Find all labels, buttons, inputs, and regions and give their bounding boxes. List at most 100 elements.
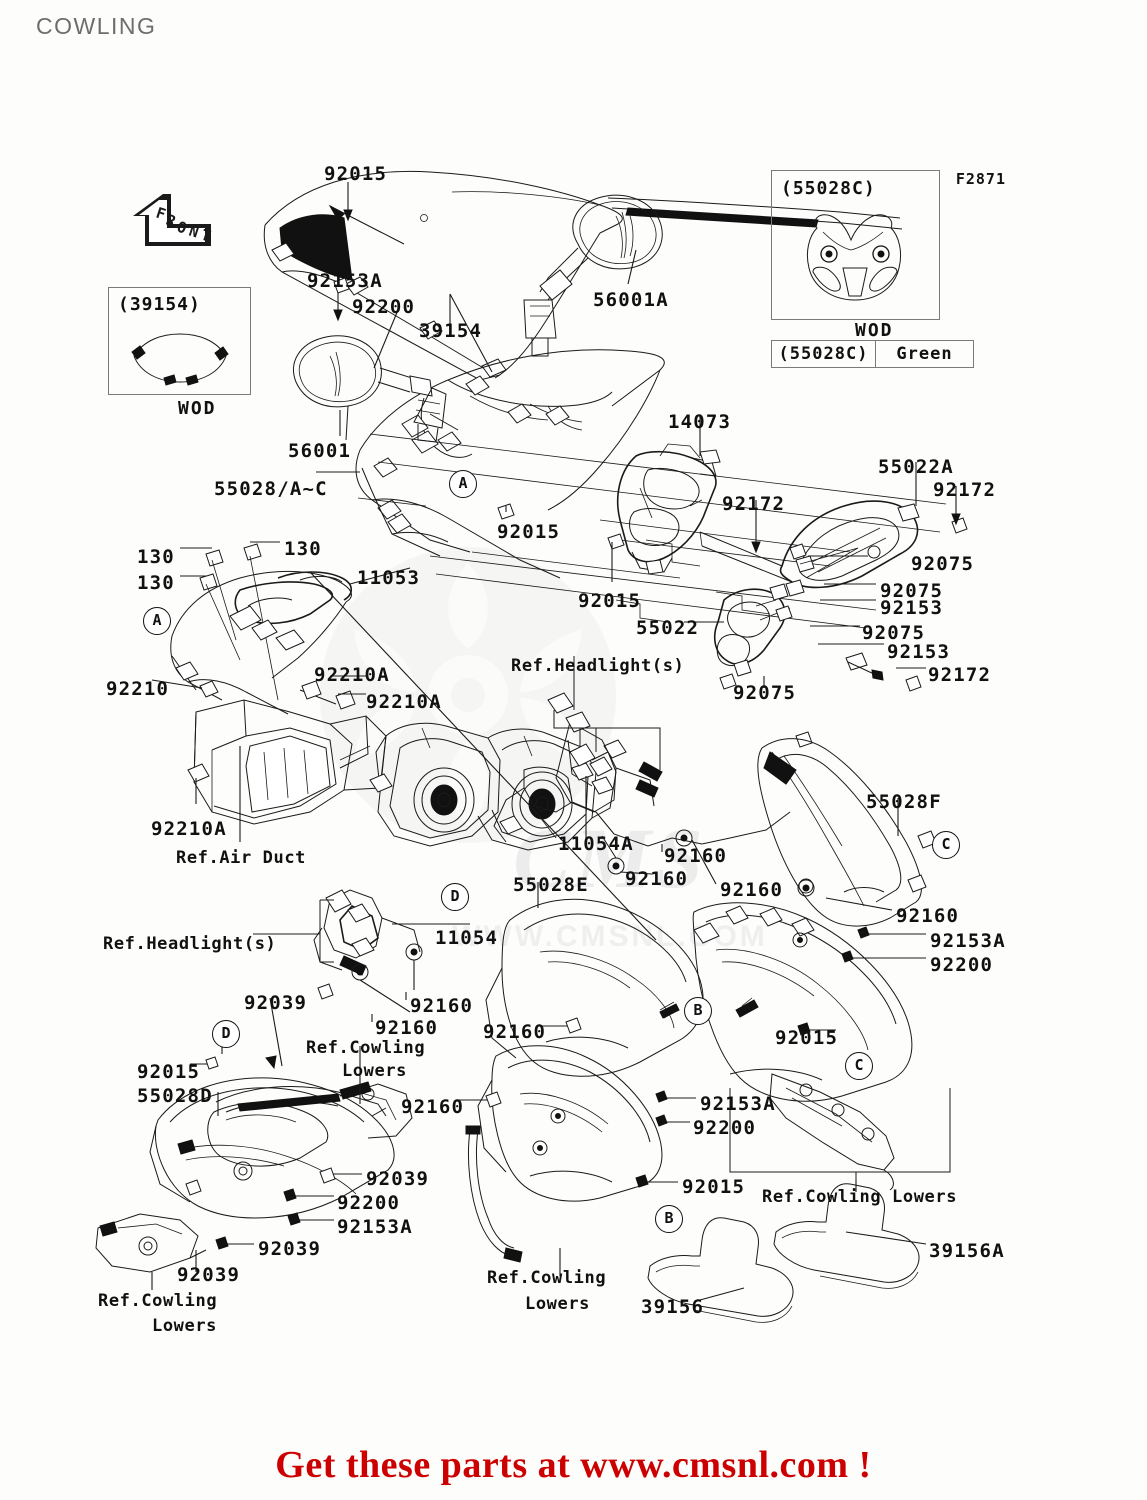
part-label-ref-cowling-lowers: Ref.Cowling Lowers [762, 1187, 958, 1207]
part-air-duct-headlight-housing [188, 700, 626, 850]
legend-55028C-caption: WOD [855, 320, 894, 341]
part-label-92153: 92153 [887, 641, 951, 663]
part-pad-39156A [774, 1184, 919, 1289]
part-label-92075: 92075 [733, 682, 797, 704]
part-label-92160: 92160 [375, 1017, 439, 1039]
legend-39154-part: (39154) [118, 294, 201, 315]
part-mirror-left-56001 [294, 336, 446, 442]
color-code-row: (55028C) Green [771, 340, 974, 368]
part-label-56001a: 56001A [593, 289, 669, 311]
part-label-92039: 92039 [244, 992, 308, 1014]
part-label-92160: 92160 [896, 905, 960, 927]
part-label-92172: 92172 [928, 664, 992, 686]
legend-55028C-shape [806, 214, 902, 301]
callout-circle-d: D [441, 883, 469, 911]
part-label-ref-cowling: Ref.Cowling [306, 1038, 426, 1058]
callout-circle-a: A [449, 470, 477, 498]
part-label-11053: 11053 [357, 567, 421, 589]
part-label-39156: 39156 [641, 1296, 705, 1318]
part-label-92153: 92153 [880, 597, 944, 619]
part-label-92015: 92015 [324, 163, 388, 185]
part-label-92160: 92160 [664, 845, 728, 867]
callout-circle-c: C [932, 831, 960, 859]
part-label-92172: 92172 [722, 493, 786, 515]
part-side-fairing-55028F [758, 739, 936, 926]
part-label-92015: 92015 [497, 521, 561, 543]
part-label-92160: 92160 [720, 879, 784, 901]
legend-55028C-part: (55028C) [781, 178, 876, 199]
part-label-92039: 92039 [258, 1238, 322, 1260]
part-mirror-right-56001A [524, 195, 662, 356]
part-frame-rail-11053 [171, 544, 355, 714]
part-label-92075: 92075 [880, 580, 944, 602]
callout-circle-b: B [684, 997, 712, 1025]
part-label-92210a: 92210A [151, 818, 227, 840]
part-label-ref-air-duct: Ref.Air Duct [176, 848, 307, 868]
part-label-92160: 92160 [410, 995, 474, 1017]
part-label-92039: 92039 [177, 1264, 241, 1286]
part-label-lowers: Lowers [342, 1061, 408, 1081]
part-label-92172: 92172 [933, 479, 997, 501]
part-label-55028d: 55028D [137, 1085, 213, 1107]
part-label-130: 130 [137, 572, 175, 594]
part-label-14073: 14073 [668, 411, 732, 433]
part-lower-left-fairing-55028D [96, 1078, 412, 1272]
legend-39154-shape [131, 333, 229, 386]
part-label-55022a: 55022A [878, 456, 954, 478]
part-label-55022: 55022 [636, 617, 700, 639]
figure-code: F2871 [955, 170, 1006, 188]
part-bracket-14073 [618, 444, 720, 574]
part-label-92200: 92200 [930, 954, 994, 976]
part-label-92160: 92160 [483, 1021, 547, 1043]
page-title: COWLING [36, 13, 157, 39]
part-headlight-small-11054 [253, 890, 422, 980]
part-side-fairing-55028E [486, 899, 703, 1076]
part-label-92210a: 92210A [366, 691, 442, 713]
leader-lines [152, 182, 960, 1300]
part-label-92039: 92039 [366, 1168, 430, 1190]
callout-circle-a2: A [143, 607, 171, 635]
part-label-92153a: 92153A [930, 930, 1006, 952]
part-label-ref-headlight-s-: Ref.Headlight(s) [511, 656, 685, 676]
part-label-lowers: Lowers [152, 1316, 218, 1336]
front-direction-badge: F R O N T [133, 194, 213, 246]
part-label-39156a: 39156A [929, 1240, 1005, 1262]
part-label-92015: 92015 [682, 1176, 746, 1198]
part-label-92075: 92075 [862, 622, 926, 644]
part-label-55028-a-c: 55028/A~C [214, 478, 328, 500]
part-label-92200: 92200 [693, 1117, 757, 1139]
part-upper-cowling-55028 [356, 350, 664, 578]
part-right-bracket-strip [730, 1074, 950, 1190]
legend-39154-caption: WOD [178, 398, 217, 419]
part-label-92153a: 92153A [700, 1093, 776, 1115]
part-right-lower-fairing [693, 879, 912, 1101]
part-label-92153a: 92153A [307, 270, 383, 292]
callout-circle-d2: D [212, 1020, 240, 1048]
part-label-130: 130 [137, 546, 175, 568]
part-pad-39156 [648, 1218, 793, 1323]
part-label-92210a: 92210A [314, 664, 390, 686]
part-label-92075: 92075 [911, 553, 975, 575]
part-label-ref-headlight-s-: Ref.Headlight(s) [103, 934, 277, 954]
part-label-92160: 92160 [401, 1096, 465, 1118]
part-label-55028f: 55028F [866, 791, 942, 813]
part-label-11054: 11054 [435, 927, 499, 949]
part-label-92200: 92200 [352, 296, 416, 318]
part-label-92210: 92210 [106, 678, 170, 700]
part-windshield-39154 [264, 171, 902, 380]
callout-circle-c2: C [845, 1052, 873, 1080]
part-label-92015: 92015 [137, 1061, 201, 1083]
part-label-92015: 92015 [578, 590, 642, 612]
construction-lines [358, 434, 946, 628]
part-headlight-bracket-11054A [494, 712, 790, 874]
color-code-value: Green [875, 341, 973, 367]
part-label-92015: 92015 [775, 1027, 839, 1049]
part-label-39154: 39154 [419, 320, 483, 342]
ref-headlight-bracket-upper [548, 656, 662, 781]
color-code-part: (55028C) [778, 344, 869, 364]
legend-box-55028C [771, 170, 940, 320]
part-label-92160: 92160 [625, 868, 689, 890]
callout-circle-b2: B [655, 1205, 683, 1233]
part-label-lowers: Lowers [525, 1294, 591, 1314]
